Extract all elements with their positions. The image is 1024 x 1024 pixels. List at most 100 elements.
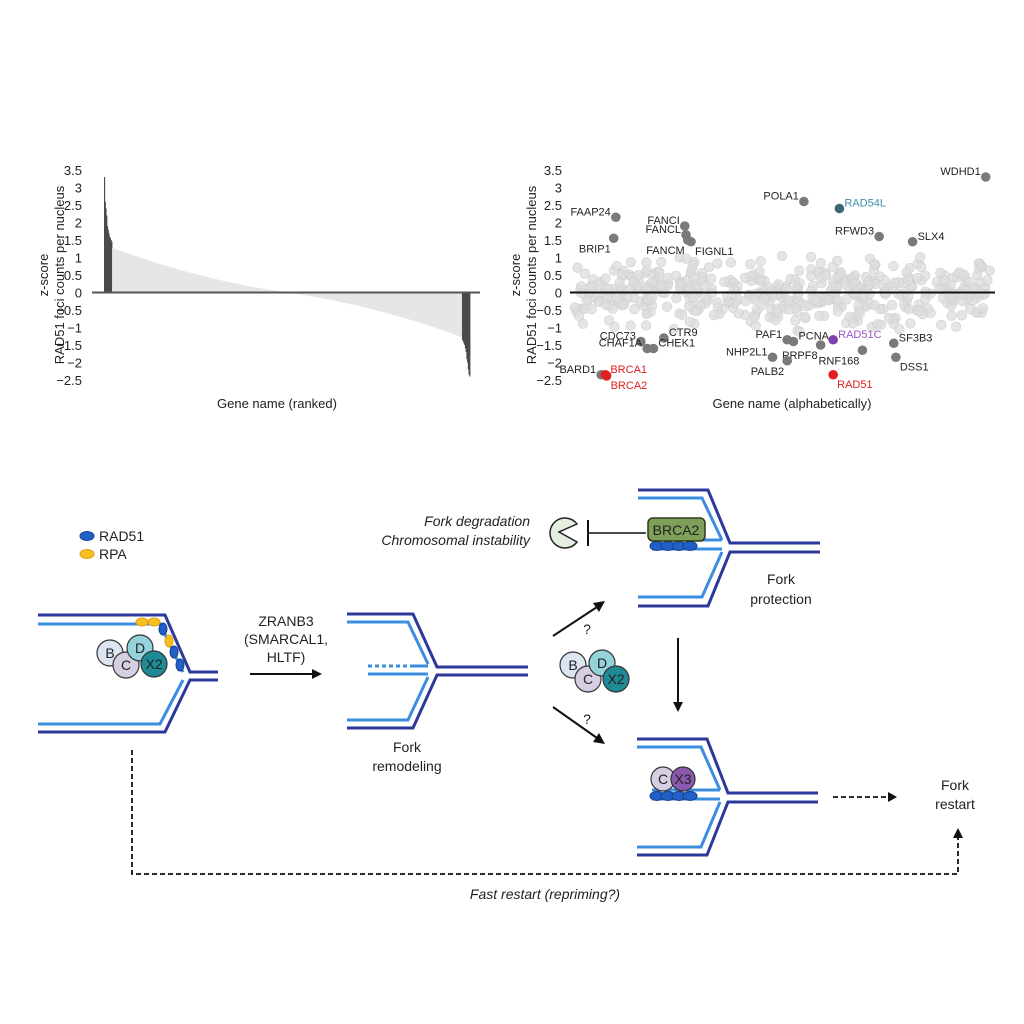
scatter-point-palb2 <box>782 355 792 366</box>
bar-background <box>344 292 346 303</box>
scatter-background-point <box>913 305 924 316</box>
bar-background <box>246 285 248 293</box>
bar-highlight-top <box>109 236 111 293</box>
bar-background <box>412 292 414 321</box>
scatter-background-point <box>916 261 927 272</box>
bar-background <box>235 283 237 293</box>
bar-background <box>181 270 183 293</box>
bar-background <box>168 266 170 293</box>
scatter-background-point <box>586 304 597 315</box>
bar-background <box>191 273 193 293</box>
bar-background <box>418 292 420 323</box>
bar-background <box>198 274 200 293</box>
fork-protection-label-2: protection <box>750 591 811 607</box>
scatter-background-point <box>820 269 832 280</box>
bar-background <box>259 288 262 293</box>
scatter-background-points <box>569 250 995 337</box>
bcdx2-2-c-label: C <box>583 671 593 687</box>
scatter-background-point <box>874 271 885 282</box>
bar-background <box>202 276 204 293</box>
bar-background <box>171 267 173 293</box>
bar-highlight-bottom <box>465 292 467 352</box>
scatter-point-brip1 <box>608 233 619 244</box>
bar-background <box>332 292 334 301</box>
bar-background <box>351 292 353 305</box>
bar-background <box>422 292 424 324</box>
scatter-y-tick: 0 <box>555 286 562 301</box>
bar-background <box>327 292 330 300</box>
bar-background <box>398 292 401 317</box>
scatter-background-point <box>661 301 673 312</box>
bar-background <box>180 270 182 293</box>
bar-background <box>341 292 344 303</box>
scatter-point-cdc73 <box>636 336 646 347</box>
bar-background <box>303 292 305 295</box>
scatter-background-point <box>938 275 950 286</box>
bar-background <box>450 292 453 334</box>
scatter-background-point <box>794 265 805 276</box>
bar-y-tick: −2 <box>67 356 82 371</box>
bar-background <box>123 252 125 293</box>
bar-background <box>350 292 352 305</box>
bar-background <box>349 292 351 304</box>
scatter-y-tick: 3.5 <box>544 163 562 178</box>
bar-background <box>388 292 390 314</box>
bar-highlight-bottom <box>469 292 471 377</box>
scatter-background-point <box>869 259 880 271</box>
bar-background <box>447 292 449 333</box>
bar-background <box>256 287 259 293</box>
bar-background <box>312 292 314 297</box>
bar-background <box>120 250 122 293</box>
bar-background <box>259 288 261 293</box>
bar-background <box>164 265 166 293</box>
scatter-label-brca1: BRCA1 <box>610 364 647 376</box>
bar-background <box>255 287 257 293</box>
bar-background <box>314 292 316 297</box>
bar-background <box>252 286 254 293</box>
bar-background <box>210 278 213 293</box>
scatter-y-label-1: z-score <box>508 254 523 297</box>
scatter-point-rad51 <box>828 369 838 380</box>
bar-background <box>205 276 207 293</box>
bar-background <box>368 292 370 309</box>
bar-background <box>139 257 141 293</box>
scatter-background-point <box>697 267 708 279</box>
bar-background <box>193 273 195 293</box>
bar-background <box>310 292 312 297</box>
scatter-background-point <box>656 256 667 268</box>
bar-background <box>346 292 348 304</box>
scatter-background-point <box>839 278 851 289</box>
bar-background <box>244 285 246 293</box>
bar-background <box>248 286 250 293</box>
bar-background <box>335 292 337 301</box>
scatter-background-point <box>691 306 702 317</box>
bar-background <box>224 281 226 293</box>
scatter-background-point <box>809 294 821 305</box>
scatter-background-point <box>814 310 825 321</box>
bar-highlight-top <box>104 201 106 293</box>
bar-background <box>392 292 394 315</box>
scatter-background-point <box>773 279 784 290</box>
bar-background <box>122 251 124 293</box>
scatter-background-point <box>915 252 926 263</box>
fast-restart-arrowhead <box>953 828 963 838</box>
bar-background <box>114 248 117 293</box>
bar-background <box>444 292 446 332</box>
protected-fork: BRCA2 <box>638 488 820 608</box>
scatter-background-point <box>888 261 899 272</box>
bar-background <box>125 252 127 293</box>
bar-background <box>121 251 123 293</box>
bar-background <box>270 290 273 293</box>
bar-background <box>345 292 347 304</box>
scatter-background-point <box>722 290 733 302</box>
scatter-background-point <box>572 262 583 273</box>
scatter-background-point <box>625 320 636 331</box>
bar-background <box>307 292 309 296</box>
bar-background <box>113 248 115 293</box>
scatter-background-point <box>587 281 598 293</box>
bar-background <box>203 276 205 293</box>
bar-background <box>339 292 341 302</box>
scatter-background-point <box>894 324 905 335</box>
bar-background <box>333 292 335 301</box>
bar-background <box>319 292 321 298</box>
